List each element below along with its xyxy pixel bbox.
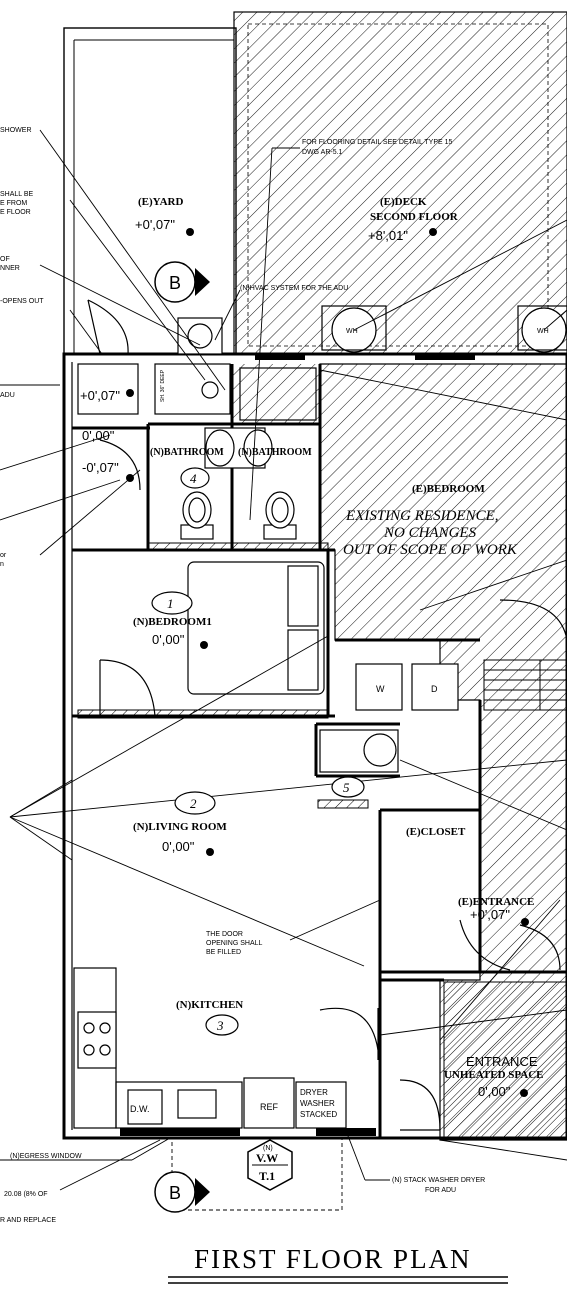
existing-bedroom-label: (E)BEDROOM (412, 483, 485, 495)
side-elev-1: +0',07" (80, 388, 120, 403)
existing-residence-3: OUT OF SCOPE OF WORK (343, 542, 518, 558)
dryer-stacked-2: WASHER (300, 1099, 335, 1108)
flooring-note-2: DWG AR-5.1 (302, 149, 343, 156)
living-number: 2 (190, 796, 197, 811)
bedroom1-number: 1 (167, 596, 174, 611)
yard-elevation: +0',07" (135, 217, 175, 232)
deck-hatch (233, 11, 567, 355)
hvac-note: (N)HVAC SYSTEM FOR THE ADU (240, 285, 348, 292)
dryer-stacked-3: STACKED (300, 1110, 337, 1119)
entrance2-label-2: UNHEATED SPACE (444, 1069, 544, 1081)
vw-tag-sheet: T.1 (259, 1169, 275, 1183)
entrance2-elevation: 0',00" (478, 1084, 511, 1099)
section-b-top-letter: B (169, 273, 181, 293)
bedroom1-elevation: 0',00" (152, 632, 185, 647)
existing-residence-1: EXISTING RESIDENCE, (345, 508, 498, 524)
left-note-1: SHOWER (0, 127, 32, 134)
yard-label: (E)YARD (138, 196, 183, 208)
kitchen-label: (N)KITCHEN (176, 999, 243, 1011)
closet-label: (E)CLOSET (406, 826, 466, 838)
left-note-10: n (0, 561, 4, 568)
left-note-8: ADU (0, 392, 15, 399)
stack-note-2: FOR ADU (425, 1187, 456, 1194)
stack-note-1: (N) STACK WASHER DRYER (392, 1177, 485, 1184)
section-b-bottom-letter: B (169, 1183, 181, 1203)
sh-note: SH. 36" DEEP (160, 369, 166, 402)
water-heater-2: WH (537, 328, 549, 335)
left-note-3: E FROM (0, 200, 27, 207)
door-note-1: THE DOOR (206, 931, 243, 938)
existing-residence-2: NO CHANGES (383, 525, 477, 541)
living-elevation: 0',00" (162, 839, 195, 854)
left-note-2: SHALL BE (0, 191, 34, 198)
vw-tag-label: V.W (256, 1151, 278, 1165)
ref-label: REF (260, 1102, 279, 1112)
laundry-number: 5 (343, 780, 350, 795)
bedroom1-label: (N)BEDROOM1 (133, 616, 212, 628)
washer-label: W (376, 684, 385, 694)
side-elev-2: 0',00" (82, 428, 115, 443)
left-note-7: -OPENS OUT (0, 298, 44, 305)
left-note-4: E FLOOR (0, 209, 31, 216)
door-note-2: OPENING SHALL (206, 940, 263, 947)
deck-elevation: +8',01" (368, 228, 408, 243)
left-note-5: OF (0, 256, 10, 263)
water-heater-1: WH (346, 328, 358, 335)
left-note-9: or (0, 552, 7, 559)
entrance-hatch (443, 981, 567, 1141)
bottom-note-1: 20.08 (8% OF (4, 1191, 48, 1198)
left-note-6: NNER (0, 265, 20, 272)
deck-label: (E)DECK (380, 196, 427, 208)
bathroom-number: 4 (190, 471, 197, 486)
flooring-note: FOR FLOORING DETAIL SEE DETAIL TYPE 15 (302, 139, 453, 146)
dryer-stacked-1: DRYER (300, 1088, 328, 1097)
dryer-label: D (431, 684, 438, 694)
entrance-label: (E)ENTRANCE (458, 896, 534, 908)
page-title: FIRST FLOOR PLAN (194, 1244, 472, 1274)
side-elev-3: -0',07" (82, 460, 119, 475)
kitchen-number: 3 (216, 1018, 224, 1033)
living-label: (N)LIVING ROOM (133, 821, 227, 833)
entrance-elevation: +0',07" (470, 907, 510, 922)
door-note-3: BE FILLED (206, 949, 241, 956)
bathroom-2-label: (N)BATHROOM (238, 447, 312, 458)
dishwasher-label: D.W. (130, 1104, 150, 1114)
bathroom-1-label: (N)BATHROOM (150, 447, 224, 458)
bottom-note-2: R AND REPLACE (0, 1217, 56, 1224)
entrance2-label-1: ENTRANCE (466, 1054, 538, 1069)
deck-sub-label: SECOND FLOOR (370, 211, 459, 223)
vw-tag-top: (N) (263, 1145, 273, 1152)
egress-note: (N)EGRESS WINDOW (10, 1153, 82, 1160)
